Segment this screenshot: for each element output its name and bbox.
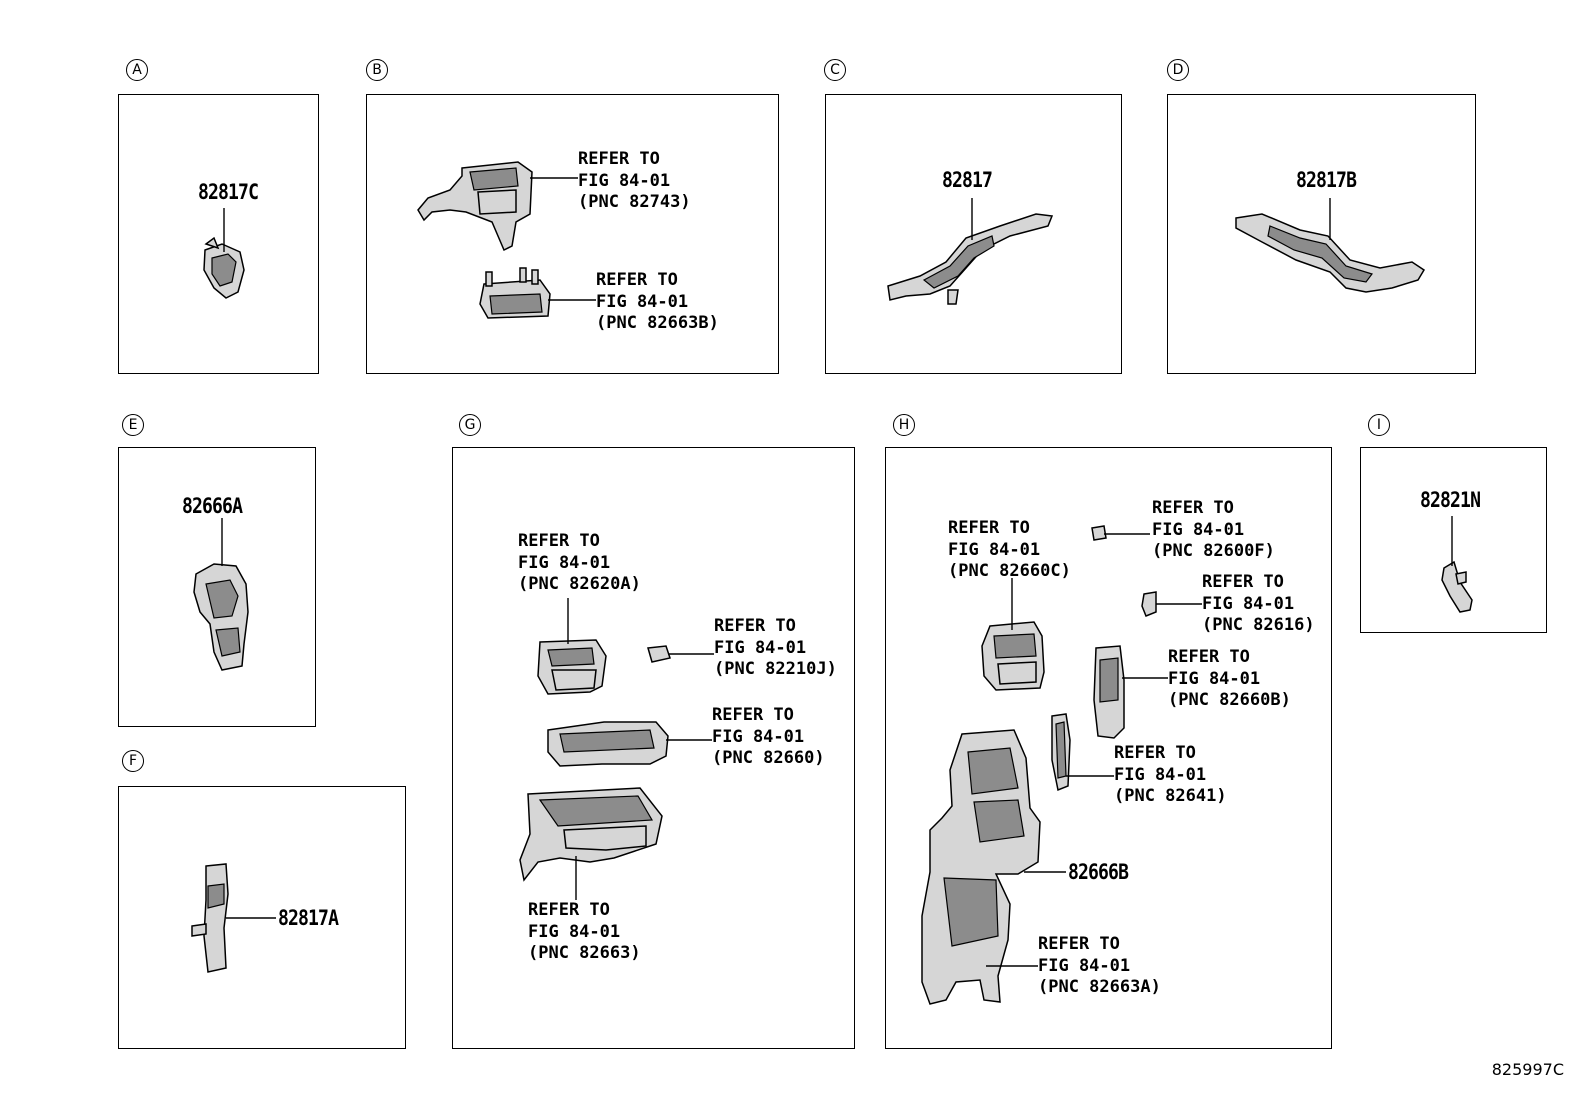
section-label-c: C [824,59,846,81]
refer-82620a: REFER TO FIG 84-01 (PNC 82620A) [518,531,641,594]
part-number-82817b: 82817B [1296,168,1357,192]
diagram-id: 825997C [1491,1060,1564,1079]
part-number-82666b: 82666B [1068,860,1129,884]
part-number-82821n: 82821N [1420,488,1481,512]
refer-82641: REFER TO FIG 84-01 (PNC 82641) [1114,743,1227,806]
part-number-82817c: 82817C [198,180,259,204]
panel-f [118,786,406,1049]
section-label-g: G [459,414,481,436]
refer-82660b: REFER TO FIG 84-01 (PNC 82660B) [1168,647,1291,710]
part-number-82817a: 82817A [278,906,339,930]
refer-82660c: REFER TO FIG 84-01 (PNC 82660C) [948,518,1071,581]
section-label-d: D [1167,59,1189,81]
part-number-82817: 82817 [942,168,993,192]
section-label-a: A [126,59,148,81]
refer-82600f: REFER TO FIG 84-01 (PNC 82600F) [1152,498,1275,561]
refer-82660: REFER TO FIG 84-01 (PNC 82660) [712,705,825,768]
refer-82616: REFER TO FIG 84-01 (PNC 82616) [1202,572,1315,635]
section-label-e: E [122,414,144,436]
panel-d [1167,94,1476,374]
refer-82663: REFER TO FIG 84-01 (PNC 82663) [528,900,641,963]
section-label-f: F [122,750,144,772]
part-number-82666a: 82666A [182,494,243,518]
panel-i [1360,447,1547,633]
panel-e [118,447,316,727]
panel-c [825,94,1122,374]
refer-82663a: REFER TO FIG 84-01 (PNC 82663A) [1038,934,1161,997]
panel-a [118,94,319,374]
refer-82743: REFER TO FIG 84-01 (PNC 82743) [578,149,691,212]
section-label-b: B [366,59,388,81]
section-label-i: I [1368,414,1390,436]
section-label-h: H [893,414,915,436]
refer-82210j: REFER TO FIG 84-01 (PNC 82210J) [714,616,837,679]
refer-82663b: REFER TO FIG 84-01 (PNC 82663B) [596,270,719,333]
